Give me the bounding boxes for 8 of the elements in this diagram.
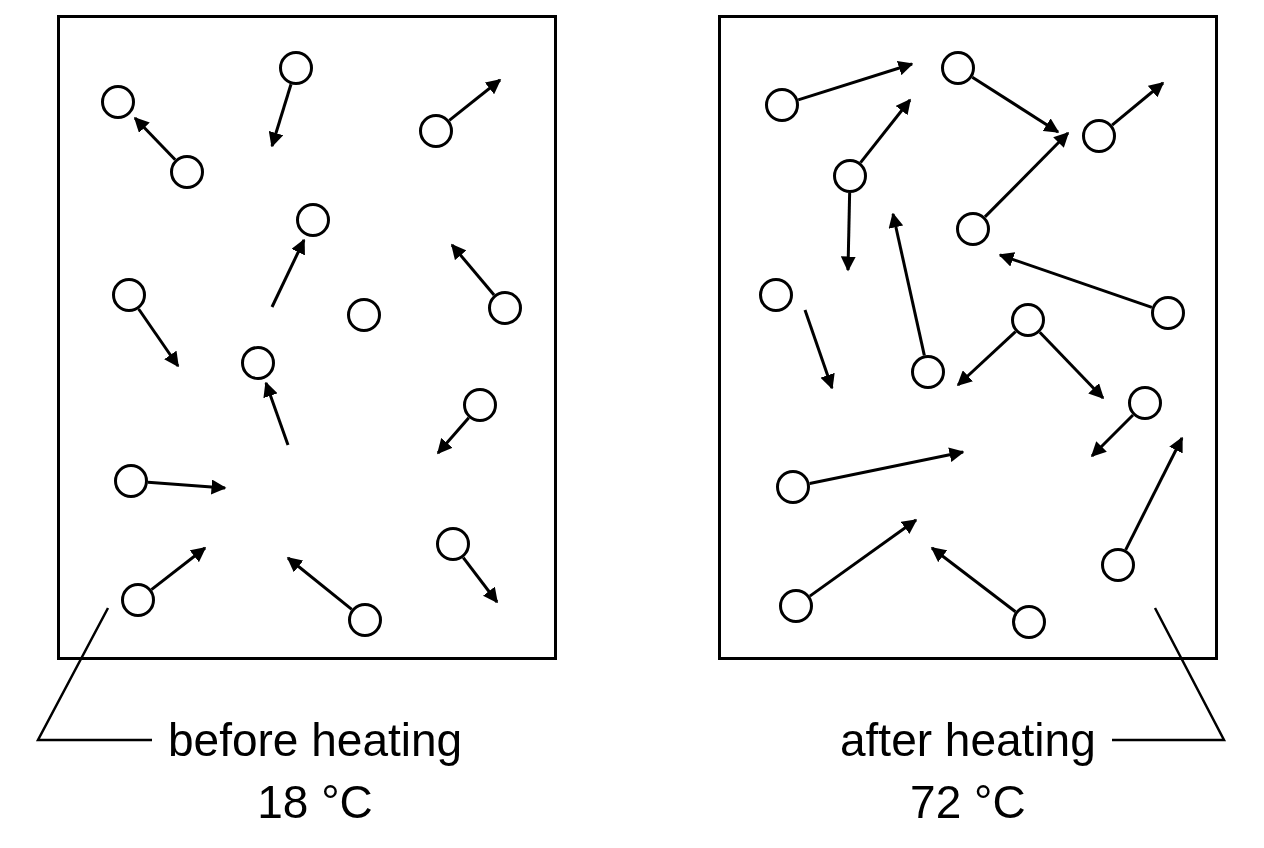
condition-label: after heating	[839, 713, 1097, 768]
temperature-label: 18 °C	[256, 775, 374, 830]
temperature-label: 72 °C	[909, 775, 1027, 830]
condition-label: before heating	[167, 713, 464, 768]
container-box	[57, 15, 557, 660]
leader-line	[35, 607, 152, 742]
container-box	[718, 15, 1218, 660]
leader-line	[1112, 607, 1227, 742]
